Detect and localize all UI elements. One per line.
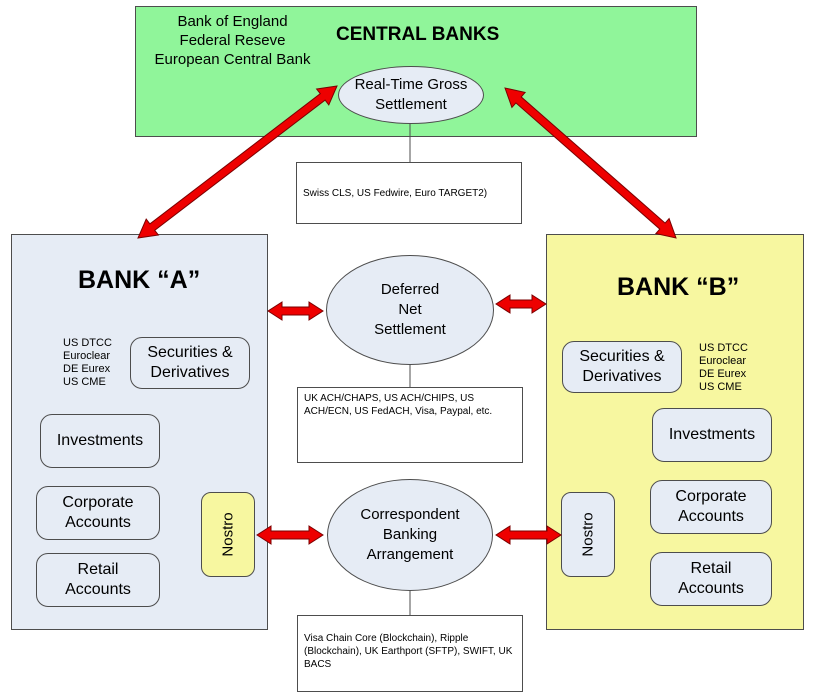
corporate-label: Accounts <box>65 514 131 531</box>
rtgs-label: Real-Time Gross <box>354 76 468 93</box>
bank-b-investments-box: Investments <box>652 408 772 462</box>
corporate-label: Corporate <box>675 488 747 505</box>
arrow-bank-a-central <box>137 85 338 239</box>
exchange-name: US DTCC <box>63 337 112 349</box>
retail-label: Accounts <box>678 580 744 597</box>
bank-b-nostro-box: Nostro <box>561 492 615 577</box>
dns-ellipse: Deferred Net Settlement <box>326 255 494 365</box>
correspondent-note: Visa Chain Core (Blockchain), Ripple (Bl… <box>297 615 523 692</box>
bank-a-investments-box: Investments <box>40 414 160 468</box>
securities-label: Securities & <box>147 344 233 361</box>
arrow-nostro-a-correspondent <box>256 525 324 545</box>
corporate-label: Accounts <box>678 508 744 525</box>
bank-b-exchanges: US DTCC Euroclear DE Eurex US CME <box>699 342 748 394</box>
bank-b-title: BANK “B” <box>617 273 740 301</box>
dns-note: UK ACH/CHAPS, US ACH/CHIPS, US ACH/ECN, … <box>297 387 523 463</box>
exchange-name: DE Eurex <box>699 368 747 380</box>
securities-label: Securities & <box>579 348 665 365</box>
retail-label: Accounts <box>65 581 131 598</box>
correspondent-label: Banking <box>382 526 438 543</box>
exchange-name: US DTCC <box>699 342 748 354</box>
exchange-name: US CME <box>63 376 106 388</box>
correspondent-label: Arrangement <box>366 546 454 563</box>
investments-label: Investments <box>56 432 144 449</box>
bank-b-securities-box: Securities & Derivatives <box>562 341 682 393</box>
correspondent-label: Correspondent <box>360 506 460 523</box>
bank-a-nostro-box: Nostro <box>201 492 255 577</box>
bank-a-securities-box: Securities & Derivatives <box>130 337 250 389</box>
exchange-name: Euroclear <box>63 350 111 362</box>
central-bank-name: Bank of England <box>177 13 288 30</box>
arrow-central-bank-b <box>504 87 677 239</box>
investments-label: Investments <box>668 426 756 443</box>
arrow-bank-a-dns <box>267 301 324 321</box>
retail-label: Retail <box>690 560 732 577</box>
bank-a-title: BANK “A” <box>78 266 201 294</box>
central-banks-title: CENTRAL BANKS <box>336 24 500 45</box>
exchange-name: Euroclear <box>699 355 747 367</box>
correspondent-ellipse: Correspondent Banking Arrangement <box>327 479 493 591</box>
rtgs-label: Settlement <box>375 96 447 113</box>
exchange-name: US CME <box>699 381 742 393</box>
arrow-dns-bank-b <box>495 294 547 314</box>
dns-label: Net <box>398 301 422 318</box>
retail-label: Retail <box>77 561 119 578</box>
rtgs-note: Swiss CLS, US Fedwire, Euro TARGET2) <box>296 162 522 224</box>
central-bank-name: Federal Reseve <box>179 32 286 49</box>
securities-label: Derivatives <box>582 368 662 385</box>
dns-label: Settlement <box>374 321 446 338</box>
central-bank-name: European Central Bank <box>154 51 311 68</box>
dns-label: Deferred <box>380 281 440 298</box>
central-bank-names: Bank of England Federal Reseve European … <box>140 12 325 69</box>
exchange-name: DE Eurex <box>63 363 111 375</box>
securities-label: Derivatives <box>150 364 230 381</box>
rtgs-ellipse: Real-Time Gross Settlement <box>338 66 484 124</box>
bank-a-exchanges: US DTCC Euroclear DE Eurex US CME <box>63 337 112 389</box>
corporate-label: Corporate <box>62 494 134 511</box>
arrow-correspondent-nostro-b <box>495 525 562 545</box>
